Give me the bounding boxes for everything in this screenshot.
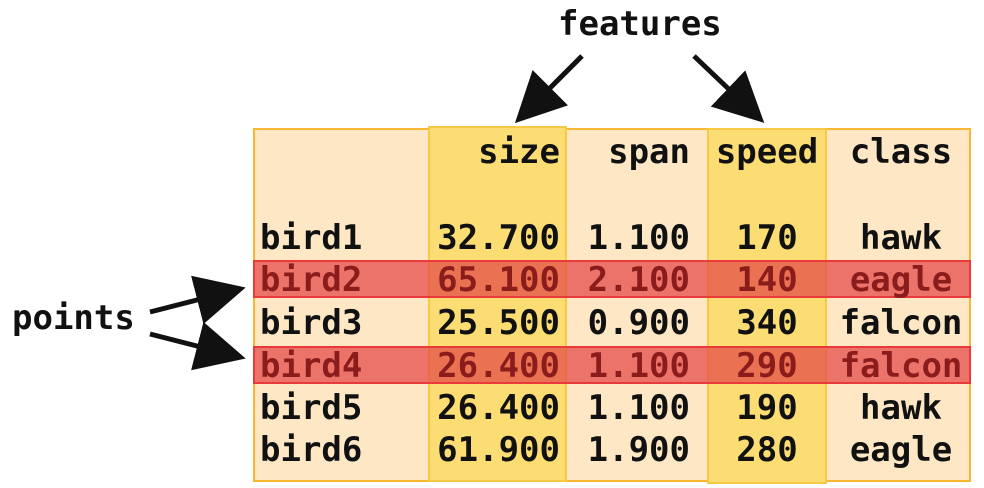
cell-size: 26.400: [437, 388, 560, 428]
cell-class: eagle: [849, 430, 953, 470]
arrow-features-to-size: [514, 54, 584, 124]
cell-name: bird3: [260, 303, 363, 343]
cell-size: 32.700: [437, 218, 560, 258]
cell-name: bird6: [260, 430, 363, 470]
cell-class: eagle: [849, 260, 953, 300]
data-table: [253, 128, 971, 482]
arrow-features-to-speed: [692, 54, 765, 123]
cell-class: hawk: [860, 388, 942, 428]
cell-speed: 290: [736, 346, 798, 386]
point-row-highlight-bird2: [253, 260, 971, 298]
cell-name: bird5: [260, 388, 363, 428]
point-row-highlight-bird4: [253, 346, 971, 384]
feature-column-size-highlight: [428, 126, 567, 482]
cell-speed: 340: [736, 303, 798, 343]
cell-class: hawk: [860, 218, 942, 258]
cell-speed: 280: [736, 430, 798, 470]
cell-name: bird2: [260, 260, 363, 300]
cell-span: 1.100: [587, 218, 690, 258]
cell-span: 2.100: [587, 260, 690, 300]
cell-name: bird1: [260, 218, 363, 258]
cell-size: 61.900: [437, 430, 560, 470]
cell-speed: 190: [736, 388, 798, 428]
cell-speed: 170: [736, 218, 798, 258]
arrow-points-to-bird2: [149, 275, 246, 325]
cell-class: falcon: [839, 303, 963, 343]
cell-class: falcon: [839, 346, 963, 386]
cell-span: 0.900: [587, 303, 690, 343]
cell-speed: 140: [736, 260, 798, 300]
header-size: size: [478, 132, 560, 172]
features-label: features: [558, 4, 722, 44]
cell-span: 1.100: [587, 346, 690, 386]
arrow-points-to-bird4: [149, 321, 246, 371]
cell-name: bird4: [260, 346, 363, 386]
cell-span: 1.100: [587, 388, 690, 428]
points-label: points: [12, 298, 135, 338]
feature-column-speed-highlight: [707, 128, 827, 484]
cell-span: 1.900: [587, 430, 690, 470]
header-class: class: [849, 132, 953, 172]
header-speed: speed: [715, 132, 819, 172]
cell-size: 65.100: [437, 260, 560, 300]
header-span: span: [608, 132, 690, 172]
cell-size: 25.500: [437, 303, 560, 343]
cell-size: 26.400: [437, 346, 560, 386]
